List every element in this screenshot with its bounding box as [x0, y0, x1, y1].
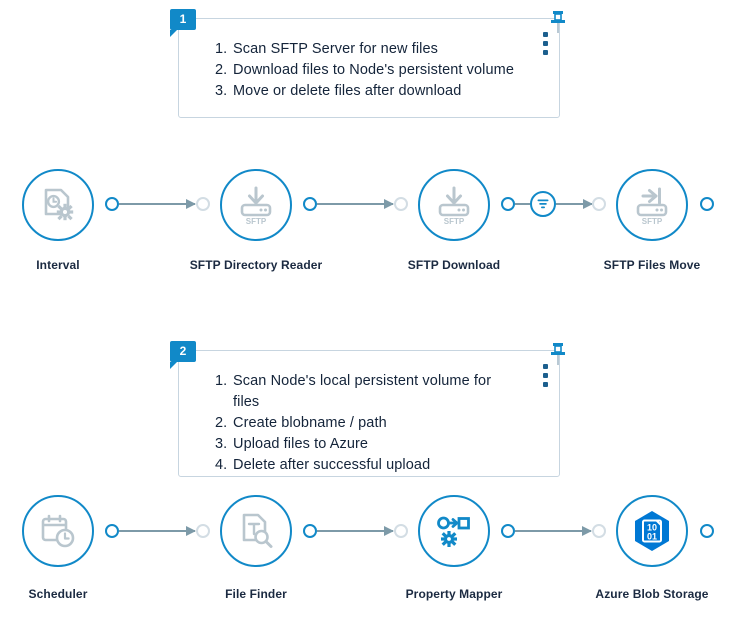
document-search-icon	[236, 511, 276, 551]
annotation-note-1-list: Scan SFTP Server for new files Download …	[179, 19, 559, 116]
sftp-move-icon: SFTP	[631, 184, 673, 226]
filter-icon[interactable]	[530, 191, 556, 217]
node-sftp-directory-reader[interactable]: SFTP	[220, 169, 292, 241]
pushpin-icon[interactable]	[548, 341, 568, 367]
mapper-gear-icon	[434, 511, 474, 551]
port-in-property-mapper[interactable]	[394, 524, 408, 538]
node-label-sftp-directory-reader: SFTP Directory Reader	[189, 258, 323, 272]
annotation-note-2-item: Delete after successful upload	[215, 455, 431, 476]
kebab-menu-icon[interactable]	[543, 364, 548, 387]
annotation-note-1-item: Move or delete files after download	[215, 81, 462, 102]
node-sftp-download[interactable]: SFTP	[418, 169, 490, 241]
port-out-scheduler[interactable]	[105, 524, 119, 538]
node-label-azure-blob-storage: Azure Blob Storage	[595, 587, 709, 601]
port-out-file-finder[interactable]	[303, 524, 317, 538]
sftp-icon-caption: SFTP	[642, 217, 663, 226]
node-sftp-files-move[interactable]: SFTP	[616, 169, 688, 241]
node-label-sftp-download: SFTP Download	[407, 258, 501, 272]
node-azure-blob-storage[interactable]: 10 01	[616, 495, 688, 567]
document-clock-gear-icon	[38, 185, 78, 225]
connector-interval-to-sftp-directory-reader	[119, 199, 196, 209]
annotation-note-1-item: Download files to Node's persistent volu…	[215, 60, 514, 81]
port-out-property-mapper[interactable]	[501, 524, 515, 538]
azure-blob-hexagon-icon: 10 01	[629, 508, 675, 554]
svg-text:01: 01	[647, 532, 657, 542]
connector-filter-to-sftp-files-move	[556, 199, 593, 209]
calendar-clock-icon	[38, 511, 78, 551]
port-in-azure-blob-storage[interactable]	[592, 524, 606, 538]
node-file-finder[interactable]	[220, 495, 292, 567]
sftp-icon-caption: SFTP	[444, 217, 465, 226]
port-out-azure-blob-storage[interactable]	[700, 524, 714, 538]
annotation-note-1[interactable]: 1 Scan SFTP Server for new files Downloa…	[170, 9, 565, 118]
node-label-sftp-files-move: SFTP Files Move	[603, 258, 701, 272]
sftp-download-icon: SFTP	[235, 184, 277, 226]
annotation-note-2[interactable]: 2 Scan Node's local persistent volume fo…	[170, 341, 565, 477]
port-out-sftp-download[interactable]	[501, 197, 515, 211]
node-interval[interactable]	[22, 169, 94, 241]
sftp-icon-caption: SFTP	[246, 217, 267, 226]
node-label-property-mapper: Property Mapper	[405, 587, 503, 601]
port-in-sftp-download[interactable]	[394, 197, 408, 211]
node-property-mapper[interactable]	[418, 495, 490, 567]
node-scheduler[interactable]	[22, 495, 94, 567]
node-label-file-finder: File Finder	[225, 587, 287, 601]
annotation-note-1-badge: 1	[170, 9, 196, 37]
annotation-note-1-item: Scan SFTP Server for new files	[215, 39, 439, 60]
port-out-interval[interactable]	[105, 197, 119, 211]
port-out-sftp-directory-reader[interactable]	[303, 197, 317, 211]
connector-scheduler-to-file-finder	[119, 526, 196, 536]
annotation-note-2-item: Create blobname / path	[215, 413, 387, 434]
connector-file-finder-to-property-mapper	[317, 526, 394, 536]
port-in-file-finder[interactable]	[196, 524, 210, 538]
port-in-sftp-directory-reader[interactable]	[196, 197, 210, 211]
kebab-menu-icon[interactable]	[543, 32, 548, 55]
annotation-note-2-item: Upload files to Azure	[215, 434, 369, 455]
annotation-note-2-badge: 2	[170, 341, 196, 369]
annotation-note-2-list: Scan Node's local persistent volume for …	[179, 351, 559, 490]
node-label-scheduler: Scheduler	[28, 587, 88, 601]
connector-sftp-directory-reader-to-sftp-download	[317, 199, 394, 209]
port-in-sftp-files-move[interactable]	[592, 197, 606, 211]
port-out-sftp-files-move[interactable]	[700, 197, 714, 211]
svg-text:10: 10	[647, 523, 657, 533]
sftp-download-icon: SFTP	[433, 184, 475, 226]
node-label-interval: Interval	[36, 258, 80, 272]
pushpin-icon[interactable]	[548, 9, 568, 35]
connector-property-mapper-to-azure-blob-storage	[515, 526, 592, 536]
annotation-note-2-item: Scan Node's local persistent volume for …	[215, 371, 492, 410]
connector-sftp-download-to-filter	[515, 203, 530, 205]
